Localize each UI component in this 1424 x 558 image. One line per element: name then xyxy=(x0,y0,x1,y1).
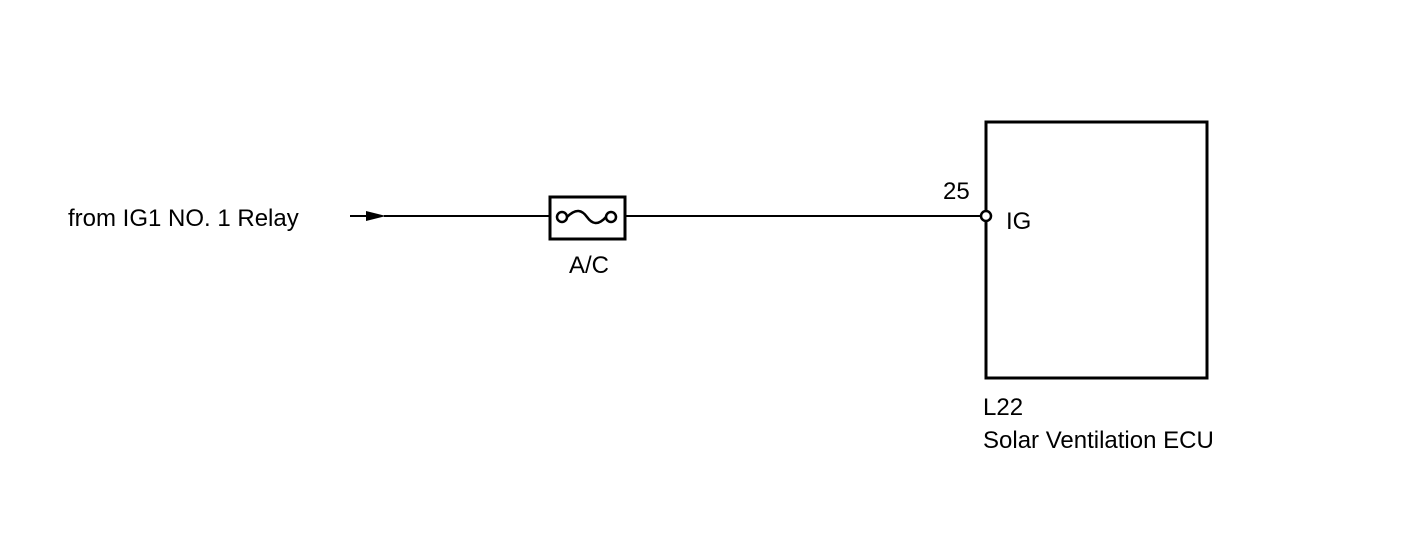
ecu-box xyxy=(984,120,1209,380)
fuse-icon xyxy=(548,195,627,241)
pin-label: IG xyxy=(1006,208,1031,235)
source-arrow-icon xyxy=(350,211,386,221)
source-label: from IG1 NO. 1 Relay xyxy=(68,205,299,232)
connector-code: L22 xyxy=(983,394,1023,421)
pin-number: 25 xyxy=(943,178,970,205)
component-name: Solar Ventilation ECU xyxy=(983,427,1214,454)
pin-terminal-icon xyxy=(979,209,993,223)
fuse-label: A/C xyxy=(569,252,609,279)
